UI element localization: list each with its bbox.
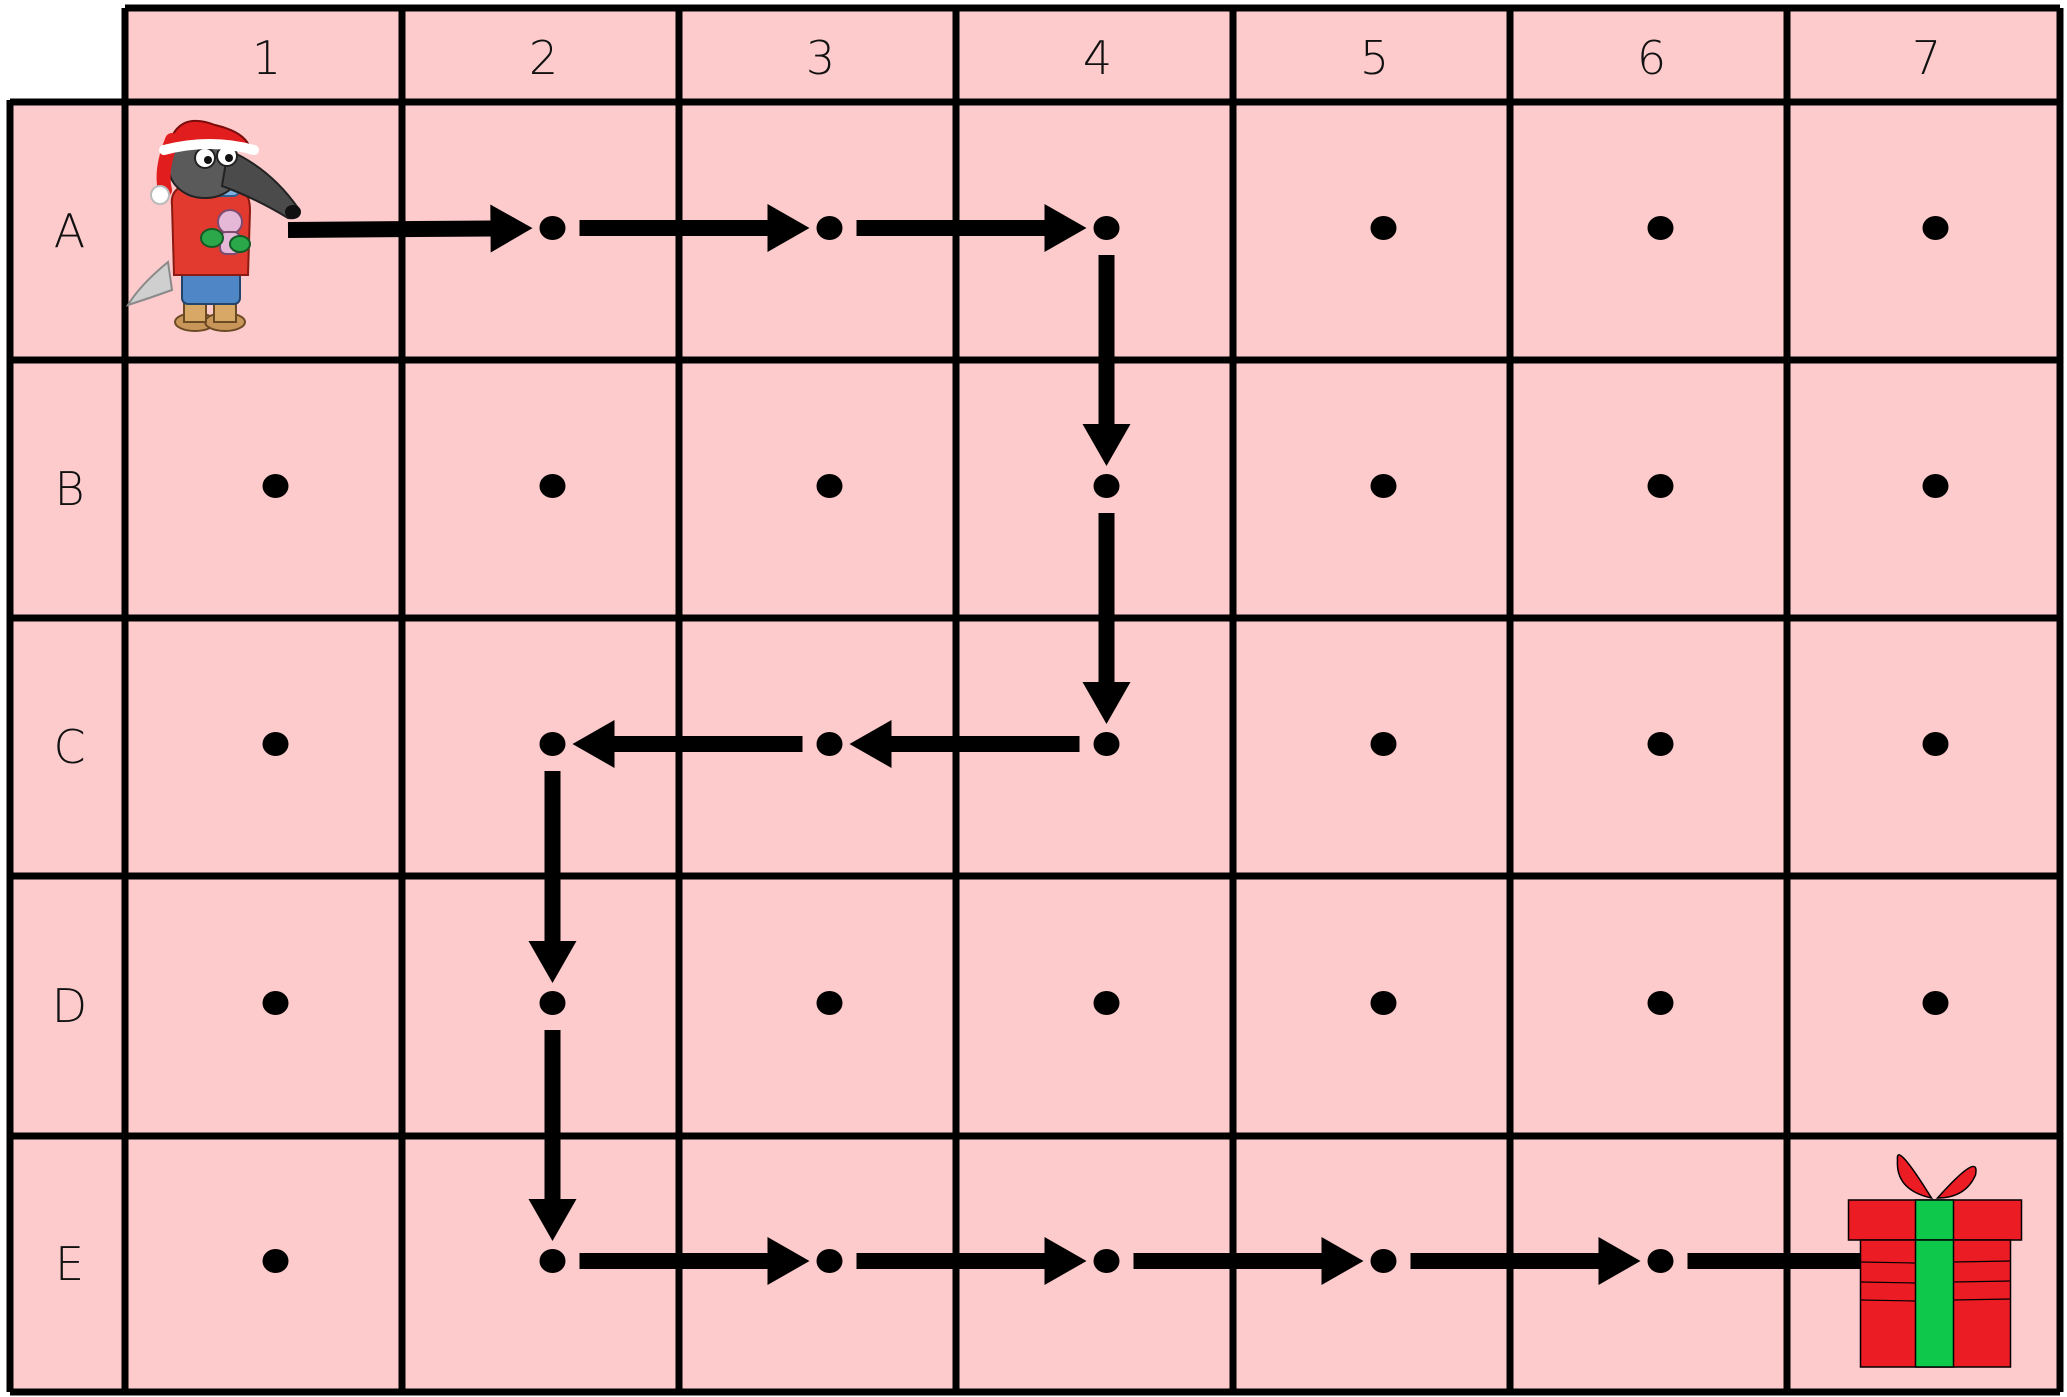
arrow-head <box>528 1199 577 1241</box>
path-arrow-a3-a4 <box>856 204 1087 252</box>
path-arrow-a2-a3 <box>579 204 810 252</box>
grid-dots <box>262 216 1949 1273</box>
grid-dot-a7[interactable] <box>1922 216 1949 240</box>
grid-dot-a4[interactable] <box>1093 216 1120 240</box>
gift-stripe <box>1860 1299 1916 1302</box>
grid-dot-e1[interactable] <box>262 1249 289 1273</box>
row-label: A <box>54 204 85 258</box>
arrow-head <box>767 1237 810 1285</box>
column-label: 2 <box>529 31 558 85</box>
grid-dot-b1[interactable] <box>262 474 289 498</box>
arrow-head <box>1044 1237 1087 1285</box>
grid-dot-c4[interactable] <box>1093 732 1120 756</box>
grid-dot-b3[interactable] <box>816 474 843 498</box>
grid-dot-e4[interactable] <box>1093 1249 1120 1273</box>
grid-dot-d5[interactable] <box>1370 991 1397 1015</box>
column-label: 3 <box>806 31 835 85</box>
path-arrow-c3-c2 <box>572 720 803 768</box>
grid-dot-b4[interactable] <box>1093 474 1120 498</box>
arrow-head <box>1082 682 1131 724</box>
grid-dot-a6[interactable] <box>1647 216 1674 240</box>
path-arrow-e5-e6 <box>1410 1237 1641 1285</box>
grid-headers: 1 2 3 4 5 6 7A B C D E <box>52 31 1941 1291</box>
arrow-head <box>490 204 533 253</box>
path-arrow-d2-e2 <box>528 1030 577 1241</box>
path-arrow-a4-b4 <box>1082 255 1131 466</box>
grid-dot-b7[interactable] <box>1922 474 1949 498</box>
grid-dot-b5[interactable] <box>1370 474 1397 498</box>
column-label: 4 <box>1083 31 1112 85</box>
column-header-band <box>125 8 2060 102</box>
grid-dot-a3[interactable] <box>816 216 843 240</box>
arrow-head <box>528 941 577 983</box>
grid-dot-a2[interactable] <box>539 216 566 240</box>
grid-dot-e3[interactable] <box>816 1249 843 1273</box>
grid-dot-d7[interactable] <box>1922 991 1949 1015</box>
grid-dot-c6[interactable] <box>1647 732 1674 756</box>
grid-dot-b6[interactable] <box>1647 474 1674 498</box>
grid-dot-d2[interactable] <box>539 991 566 1015</box>
arrow-head <box>572 720 615 768</box>
column-label: 1 <box>252 31 281 85</box>
gift-stripe <box>1860 1261 1916 1264</box>
gift-stripe <box>1953 1298 2011 1301</box>
gift-stripe <box>1953 1260 2011 1263</box>
row-label: C <box>53 720 85 774</box>
gift-box-icon[interactable] <box>1847 1154 2023 1368</box>
column-label: 6 <box>1637 31 1666 85</box>
arrow-shaft <box>287 220 493 238</box>
grid-dot-d1[interactable] <box>262 991 289 1015</box>
grid-dot-e2[interactable] <box>539 1249 566 1273</box>
grid-dot-c5[interactable] <box>1370 732 1397 756</box>
arrow-head <box>1598 1237 1641 1285</box>
grid-dot-c2[interactable] <box>539 732 566 756</box>
arrow-head <box>1082 424 1131 466</box>
arrow-head <box>1044 204 1087 252</box>
grid-cells <box>10 8 2060 1392</box>
gift-stripe <box>1860 1281 1916 1284</box>
grid-dot-d6[interactable] <box>1647 991 1674 1015</box>
arrow-head <box>767 204 810 252</box>
anteater-character-icon[interactable] <box>125 120 301 332</box>
grid-dot-d3[interactable] <box>816 991 843 1015</box>
path-arrow-b4-c4 <box>1082 513 1131 724</box>
grid-lines <box>6 4 2064 1396</box>
row-label: E <box>55 1237 84 1291</box>
grid-dot-e5[interactable] <box>1370 1249 1397 1273</box>
grid-dot-a5[interactable] <box>1370 216 1397 240</box>
row-label: D <box>52 979 87 1033</box>
arrow-head <box>1321 1237 1364 1285</box>
row-label: B <box>54 462 84 516</box>
grid-dot-c3[interactable] <box>816 732 843 756</box>
arrow-head <box>849 720 892 768</box>
path-arrow-c2-d2 <box>528 771 577 983</box>
path-arrow-e3-e4 <box>856 1237 1087 1285</box>
path-arrow-c4-c3 <box>849 720 1080 768</box>
grid-dot-c1[interactable] <box>262 732 289 756</box>
path-arrow-e2-e3 <box>579 1237 810 1285</box>
grid-dot-e6[interactable] <box>1647 1249 1674 1273</box>
column-label: 5 <box>1360 31 1389 85</box>
grid-dot-d4[interactable] <box>1093 991 1120 1015</box>
grid-dot-b2[interactable] <box>539 474 566 498</box>
path-arrow-a1-a2 <box>287 204 533 253</box>
path-arrow-e4-e5 <box>1133 1237 1364 1285</box>
column-label: 7 <box>1912 31 1941 85</box>
gift-stripe <box>1953 1280 2011 1283</box>
grid-dot-c7[interactable] <box>1922 732 1949 756</box>
